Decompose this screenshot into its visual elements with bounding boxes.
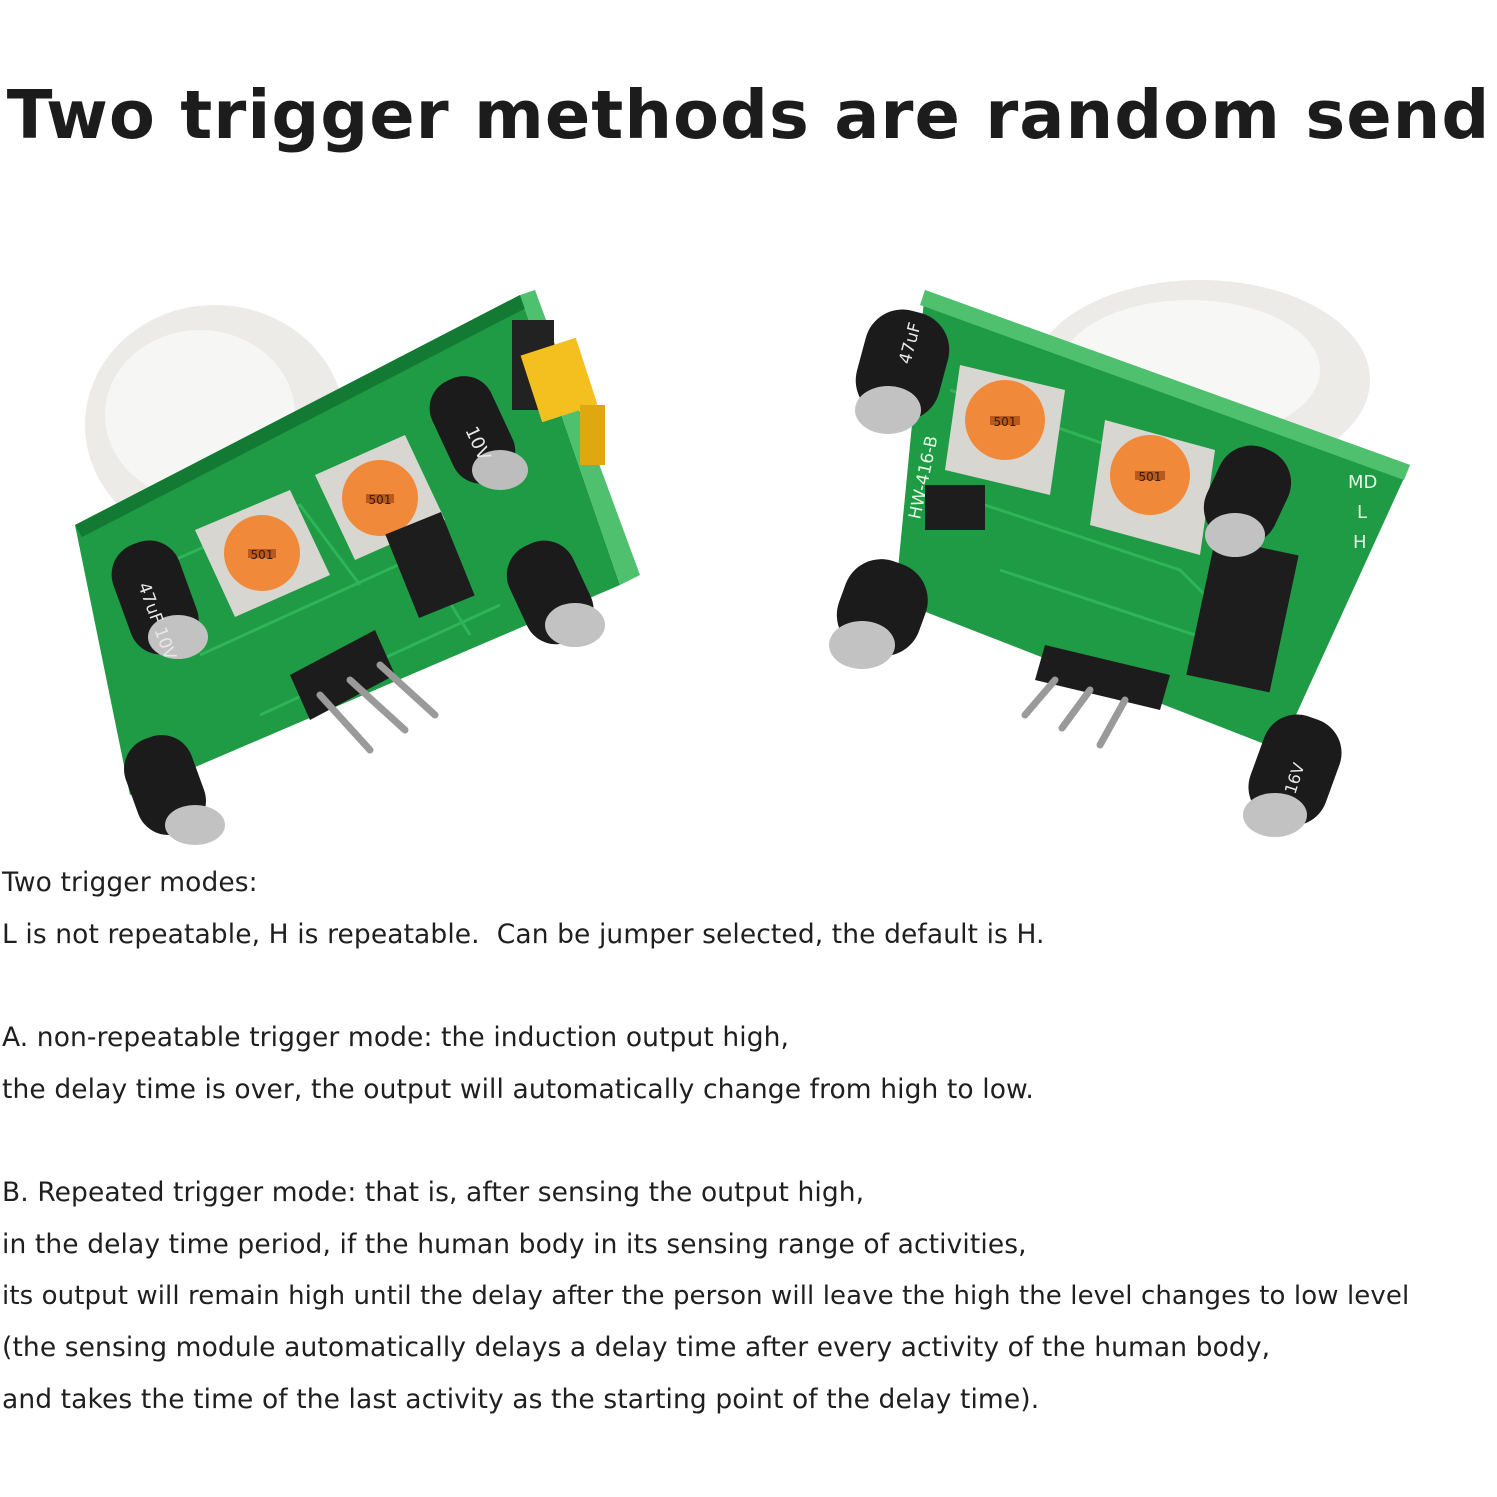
- pir-module-photo-right: HW-416-B MD L H 501 501 47uF 16V: [829, 280, 1410, 837]
- mode-jumper: [512, 320, 605, 465]
- ic-chip: [1186, 537, 1299, 693]
- capacitor-right: [506, 540, 605, 647]
- mode-label-h: H: [1353, 532, 1367, 553]
- mode-b-line-4: (the sensing module automatically delays…: [2, 1332, 1271, 1364]
- ic-chip: [385, 512, 475, 618]
- capacitor-mid: [1203, 445, 1292, 557]
- mode-b-line-5: and takes the time of the last activity …: [2, 1384, 1040, 1415]
- mode-label-l: L: [1357, 502, 1367, 523]
- trimmer-label-2: 501: [1139, 470, 1162, 484]
- trimmer-potentiometer-1: 501: [195, 490, 330, 617]
- mode-b-line-2: in the delay time period, if the human b…: [2, 1228, 1027, 1260]
- trigger-modes-summary: L is not repeatable, H is repeatable. Ca…: [2, 918, 1045, 950]
- capacitor-left: 47uF 10V: [111, 540, 208, 663]
- trimmer-label-2: 501: [369, 493, 392, 507]
- trimmer-potentiometer-1: 501: [945, 365, 1065, 495]
- header-pins: [290, 630, 439, 754]
- mode-b-line-3: its output will remain high until the de…: [2, 1280, 1410, 1311]
- pir-module-photo-left: 501 501 10V 47uF 10V: [75, 290, 640, 845]
- mode-b-line-1: B. Repeated trigger mode: that is, after…: [2, 1177, 865, 1209]
- trimmer-label-1: 501: [251, 548, 274, 562]
- description: Two trigger modes: L is not repeatable, …: [2, 857, 1497, 1426]
- capacitor-bottom: [124, 735, 225, 845]
- trimmer-label-1: 501: [994, 415, 1017, 429]
- mode-a-line-1: A. non-repeatable trigger mode: the indu…: [2, 1022, 790, 1054]
- transistor: [925, 485, 985, 530]
- capacitor-top-left: 47uF: [855, 309, 950, 434]
- trimmer-potentiometer-2: 501: [1090, 420, 1215, 555]
- header-pins: [1021, 645, 1170, 749]
- capacitor-top: 10V: [429, 376, 528, 490]
- capacitor-left: [829, 559, 928, 669]
- mode-label-md: MD: [1348, 472, 1377, 493]
- page-title: Two trigger methods are random send: [6, 76, 1491, 154]
- mode-a-line-2: the delay time is over, the output will …: [2, 1073, 1034, 1105]
- capacitor-bottom-right: 16V: [1243, 714, 1342, 837]
- trigger-modes-heading: Two trigger modes:: [2, 867, 258, 898]
